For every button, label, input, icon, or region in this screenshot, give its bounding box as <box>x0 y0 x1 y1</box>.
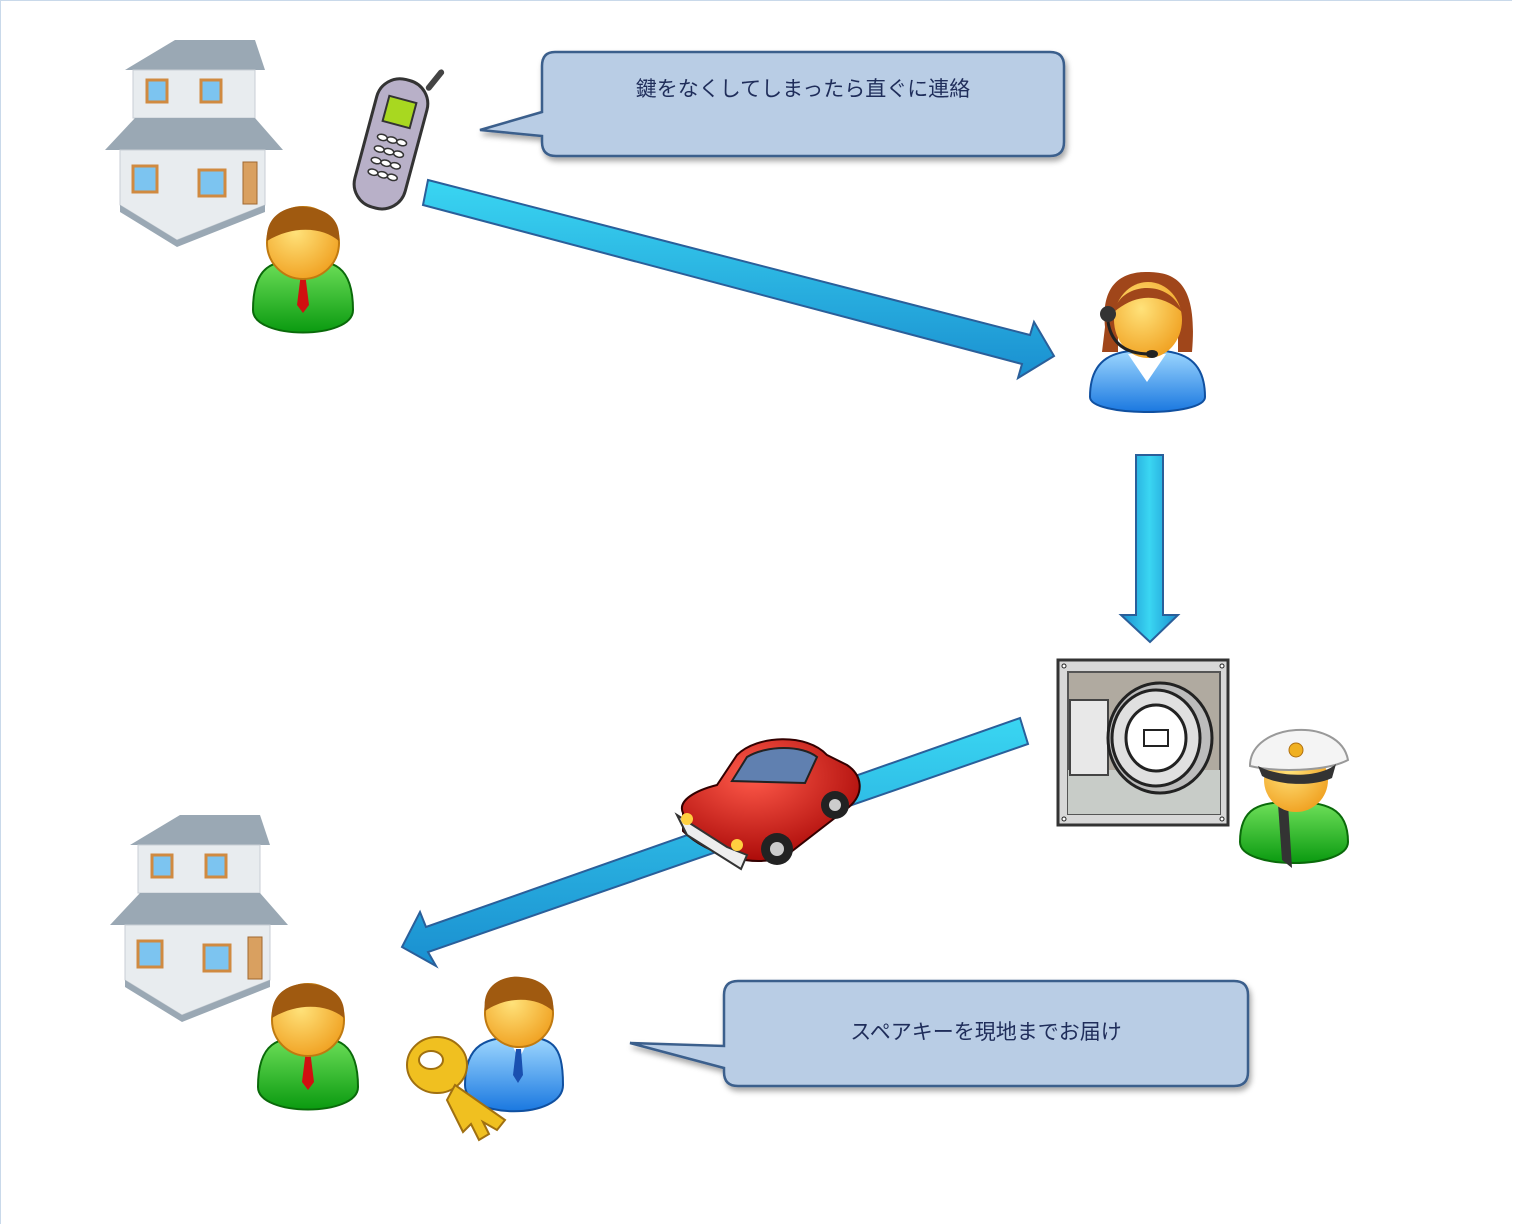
callout-top-text: 鍵をなくしてしまったら直ぐに連絡 <box>636 77 971 101</box>
mobile-phone-icon <box>352 69 445 211</box>
arrow-operator-to-vault <box>1118 454 1181 644</box>
callout-bottom <box>629 979 1250 1088</box>
customer-icon <box>252 205 354 334</box>
house-icon <box>108 813 290 1024</box>
key-icon <box>406 1036 507 1142</box>
house-icon <box>103 38 285 249</box>
callout-top <box>479 50 1066 158</box>
car-icon <box>674 738 861 871</box>
callout-bottom-text: スペアキーを現地までお届け <box>850 1020 1122 1044</box>
customer-icon <box>257 982 359 1111</box>
staff-icon <box>463 976 565 1113</box>
guard-icon <box>1238 729 1350 868</box>
arrow-customer-to-operator <box>421 178 1056 381</box>
vault-icon <box>1056 658 1230 827</box>
operator-icon <box>1088 272 1207 413</box>
